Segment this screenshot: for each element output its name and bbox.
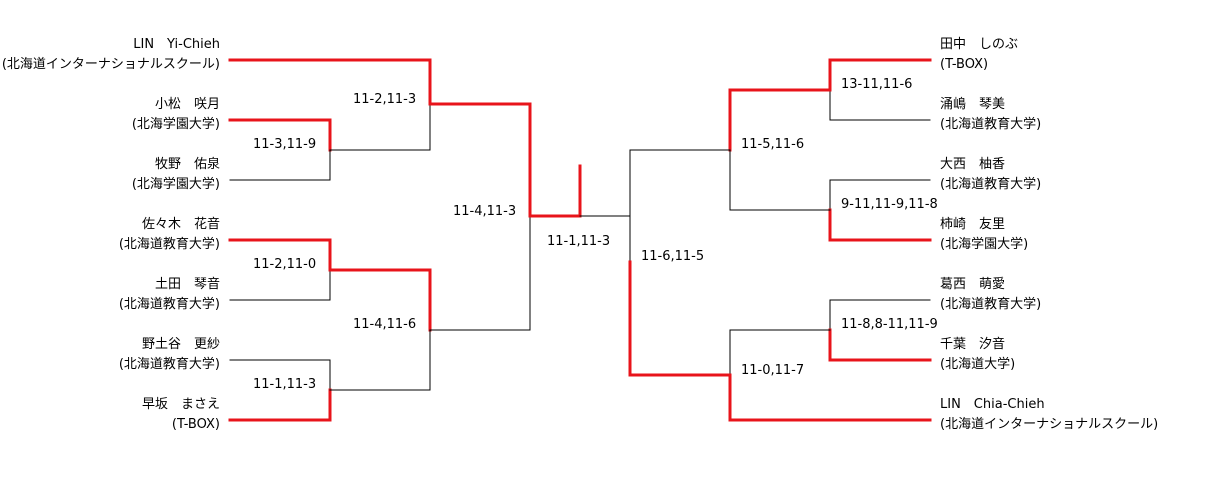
match-score: 9-11,11-9,11-8: [841, 197, 938, 212]
match-score: 11-5,11-6: [741, 137, 805, 152]
player-name: 野土谷 更紗: [141, 337, 220, 352]
player-affiliation: (北海道教育大学): [118, 237, 220, 252]
match-score: 11-0,11-7: [741, 363, 805, 378]
match-score: 11-4,11-3: [453, 204, 517, 219]
player-name: LIN Yi-Chieh: [133, 37, 220, 52]
player-affiliation: (T-BOX): [940, 57, 989, 72]
player-affiliation: (T-BOX): [171, 417, 220, 432]
player-affiliation: (北海道教育大学): [940, 297, 1042, 312]
player-name: 葛西 萌愛: [940, 277, 1006, 292]
player-name: 早坂 まさえ: [141, 397, 220, 412]
player-name: 千葉 汐音: [940, 337, 1006, 352]
match-score: 11-1,11-3: [253, 377, 317, 392]
player-name: 田中 しのぶ: [940, 37, 1019, 52]
match-score: 11-6,11-5: [641, 249, 705, 264]
player-name: 大西 柚香: [940, 157, 1006, 172]
player-affiliation: (北海道インターナショナルスクール): [940, 417, 1159, 432]
player-name: 土田 琴音: [154, 277, 220, 292]
player-name: 涌嶋 琴美: [940, 97, 1006, 112]
player-affiliation: (北海学園大学): [940, 237, 1029, 252]
match-score: 11-2,11-0: [253, 257, 317, 272]
match-score: 11-4,11-6: [353, 317, 417, 332]
player-name: 佐々木 花音: [141, 217, 220, 232]
match-score: 11-2,11-3: [353, 92, 417, 107]
match-score: 11-3,11-9: [253, 137, 317, 152]
player-name: 小松 咲月: [154, 97, 220, 112]
final-score: 11-1,11-3: [547, 234, 611, 249]
player-name: 柿崎 友里: [940, 217, 1006, 232]
match-score: 11-8,8-11,11-9: [841, 317, 938, 332]
player-affiliation: (北海道大学): [940, 357, 1016, 372]
player-affiliation: (北海学園大学): [131, 117, 220, 132]
player-affiliation: (北海道教育大学): [940, 177, 1042, 192]
player-name: 牧野 佑泉: [154, 157, 220, 172]
player-affiliation: (北海道インターナショナルスクール): [1, 57, 220, 72]
match-score: 13-11,11-6: [841, 77, 913, 92]
player-affiliation: (北海道教育大学): [118, 297, 220, 312]
player-affiliation: (北海道教育大学): [940, 117, 1042, 132]
player-affiliation: (北海学園大学): [131, 177, 220, 192]
player-affiliation: (北海道教育大学): [118, 357, 220, 372]
player-name: LIN Chia-Chieh: [940, 397, 1045, 412]
